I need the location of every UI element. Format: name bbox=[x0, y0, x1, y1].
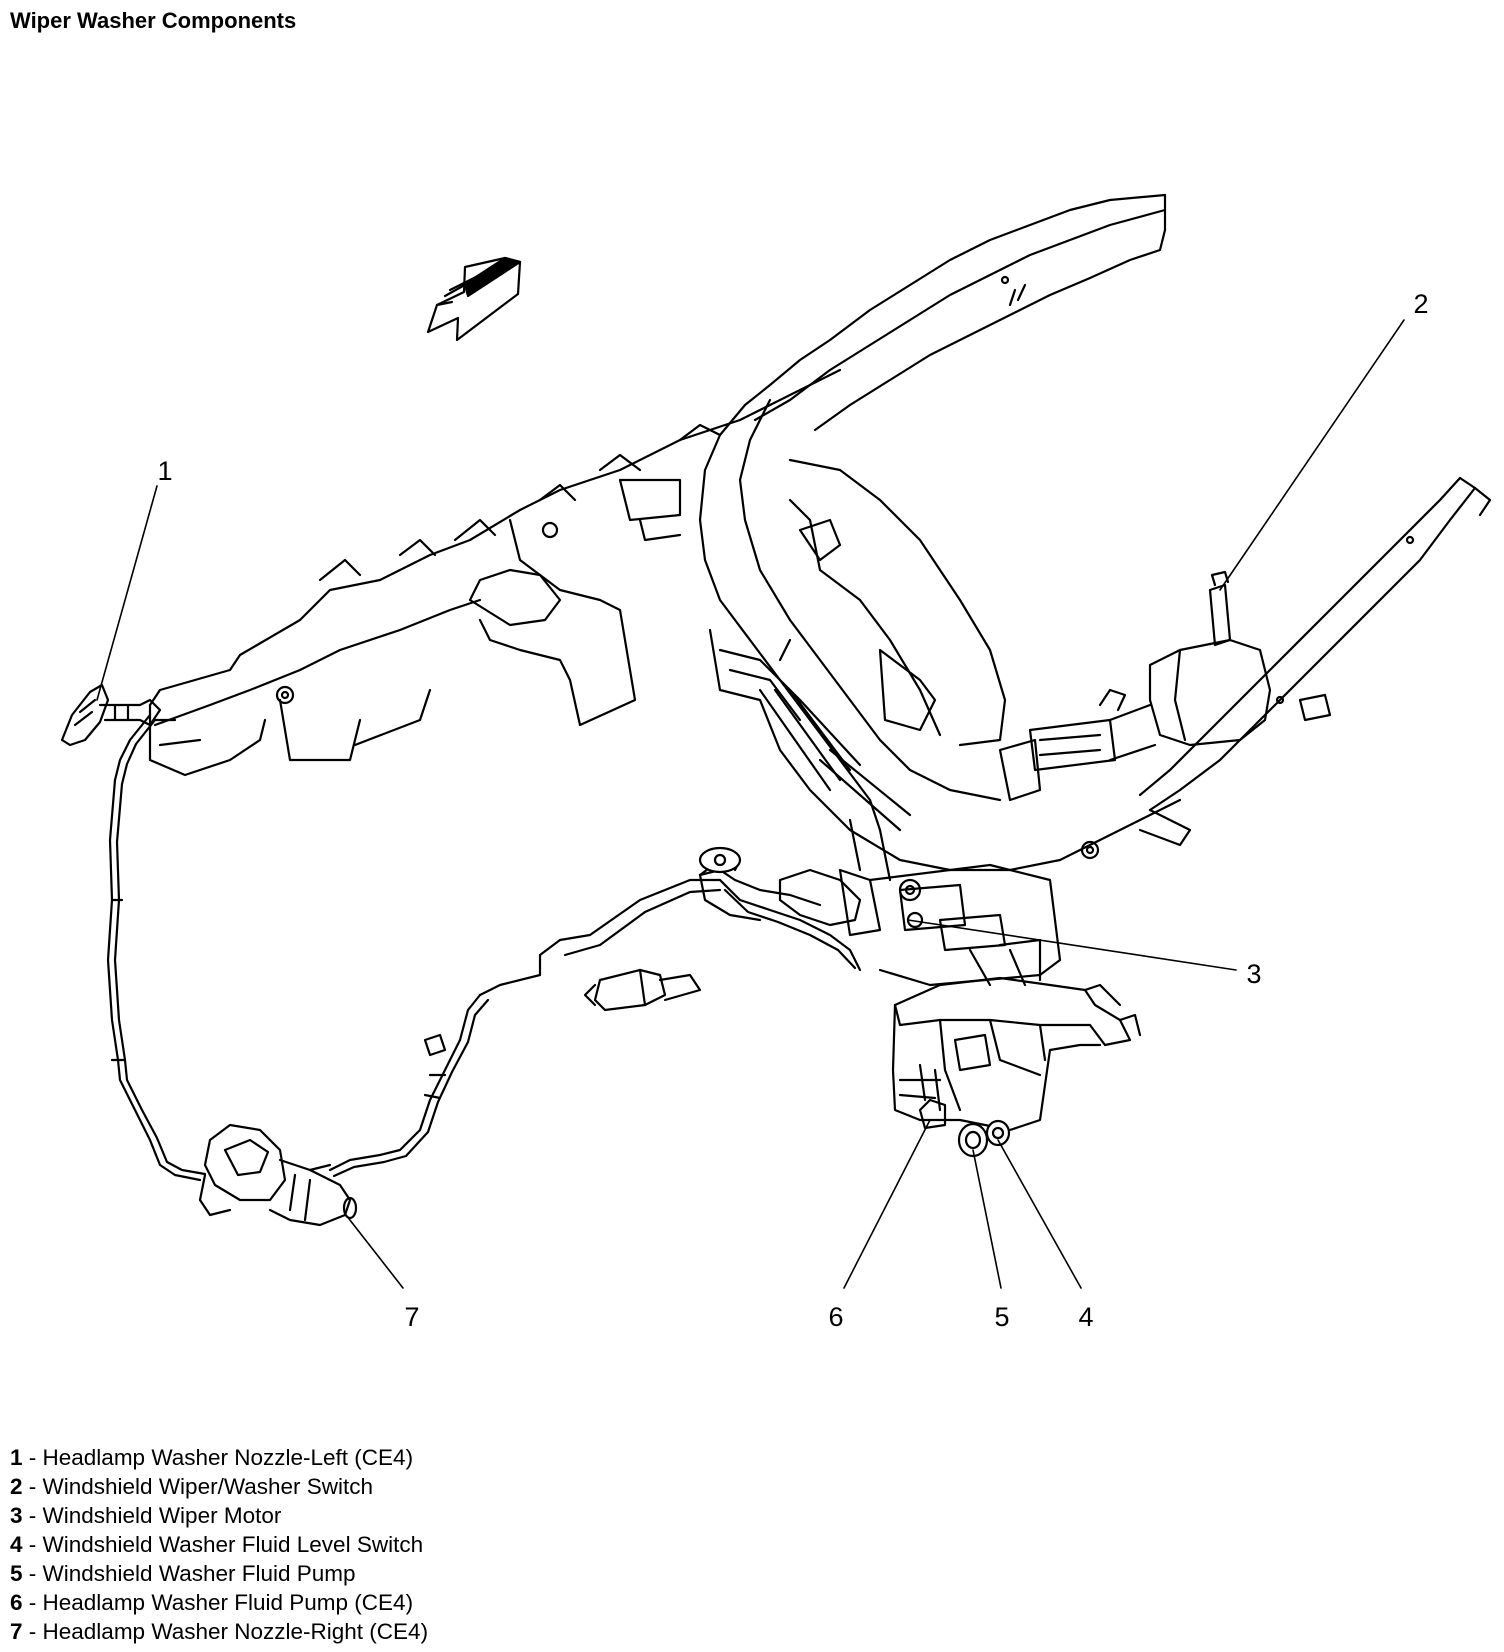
legend-item: 7 - Headlamp Washer Nozzle-Right (CE4) bbox=[10, 1617, 428, 1646]
legend-number: 3 bbox=[10, 1503, 23, 1528]
legend-item: 6 - Headlamp Washer Fluid Pump (CE4) bbox=[10, 1588, 428, 1617]
legend-number: 7 bbox=[10, 1619, 23, 1644]
legend-item: 2 - Windshield Wiper/Washer Switch bbox=[10, 1472, 428, 1501]
reservoir-pumps bbox=[918, 1063, 1011, 1158]
legend-item: 4 - Windshield Washer Fluid Level Switch bbox=[10, 1530, 428, 1559]
legend-separator: - bbox=[22, 1561, 43, 1586]
callout-2: 2 bbox=[1413, 289, 1428, 319]
wiper-motor-assembly bbox=[838, 863, 1062, 987]
legend-separator: - bbox=[22, 1445, 43, 1470]
legend-separator: - bbox=[22, 1619, 43, 1644]
left-nozzle bbox=[60, 683, 162, 786]
component-legend: 1 - Headlamp Washer Nozzle-Left (CE4) 2 … bbox=[10, 1443, 428, 1646]
callout-5: 5 bbox=[994, 1302, 1009, 1332]
callout-1: 1 bbox=[157, 456, 172, 486]
leader-lines bbox=[96, 319, 1405, 1289]
legend-item: 5 - Windshield Washer Fluid Pump bbox=[10, 1559, 428, 1588]
legend-separator: - bbox=[22, 1590, 43, 1615]
legend-item: 3 - Windshield Wiper Motor bbox=[10, 1501, 428, 1530]
washer-reservoir bbox=[891, 976, 1142, 1132]
callout-4: 4 bbox=[1078, 1302, 1093, 1332]
callout-numbers: 1 2 3 4 5 6 7 bbox=[157, 289, 1428, 1332]
diagram-title: Wiper Washer Components bbox=[10, 8, 297, 33]
reservoir-fill-neck bbox=[698, 846, 862, 927]
nozzle-feed-hose bbox=[106, 778, 207, 1182]
legend-number: 6 bbox=[10, 1590, 23, 1615]
pump-connector bbox=[583, 968, 702, 1012]
wiper-washer-diagram: 1 2 3 4 5 6 7 bbox=[60, 193, 1492, 1332]
windshield-frame bbox=[743, 193, 1167, 432]
upper-tie-bar bbox=[148, 368, 842, 777]
legend-label: Headlamp Washer Nozzle-Right (CE4) bbox=[42, 1619, 429, 1644]
legend-separator: - bbox=[22, 1474, 43, 1499]
legend-separator: - bbox=[22, 1503, 43, 1528]
legend-label: Windshield Wiper/Washer Switch bbox=[42, 1474, 374, 1499]
fender-rail bbox=[1138, 476, 1492, 847]
callout-3: 3 bbox=[1246, 959, 1261, 989]
legend-number: 4 bbox=[10, 1532, 23, 1557]
legend-number: 1 bbox=[10, 1445, 23, 1470]
legend-label: Headlamp Washer Fluid Pump (CE4) bbox=[42, 1590, 414, 1615]
legend-label: Windshield Washer Fluid Level Switch bbox=[42, 1532, 424, 1557]
callout-7: 7 bbox=[404, 1302, 419, 1332]
legend-number: 2 bbox=[10, 1474, 23, 1499]
direction-arrow-icon bbox=[426, 256, 522, 342]
legend-separator: - bbox=[22, 1532, 43, 1557]
legend-number: 5 bbox=[10, 1561, 23, 1586]
washer-hose bbox=[328, 878, 862, 1178]
right-nozzle bbox=[198, 1123, 358, 1227]
legend-label: Windshield Washer Fluid Pump bbox=[42, 1561, 356, 1586]
steering-column bbox=[998, 570, 1272, 860]
legend-label: Headlamp Washer Nozzle-Left (CE4) bbox=[42, 1445, 414, 1470]
legend-item: 1 - Headlamp Washer Nozzle-Left (CE4) bbox=[10, 1443, 428, 1472]
cowl-panel bbox=[698, 398, 1182, 882]
callout-6: 6 bbox=[828, 1302, 843, 1332]
legend-label: Windshield Wiper Motor bbox=[42, 1503, 282, 1528]
